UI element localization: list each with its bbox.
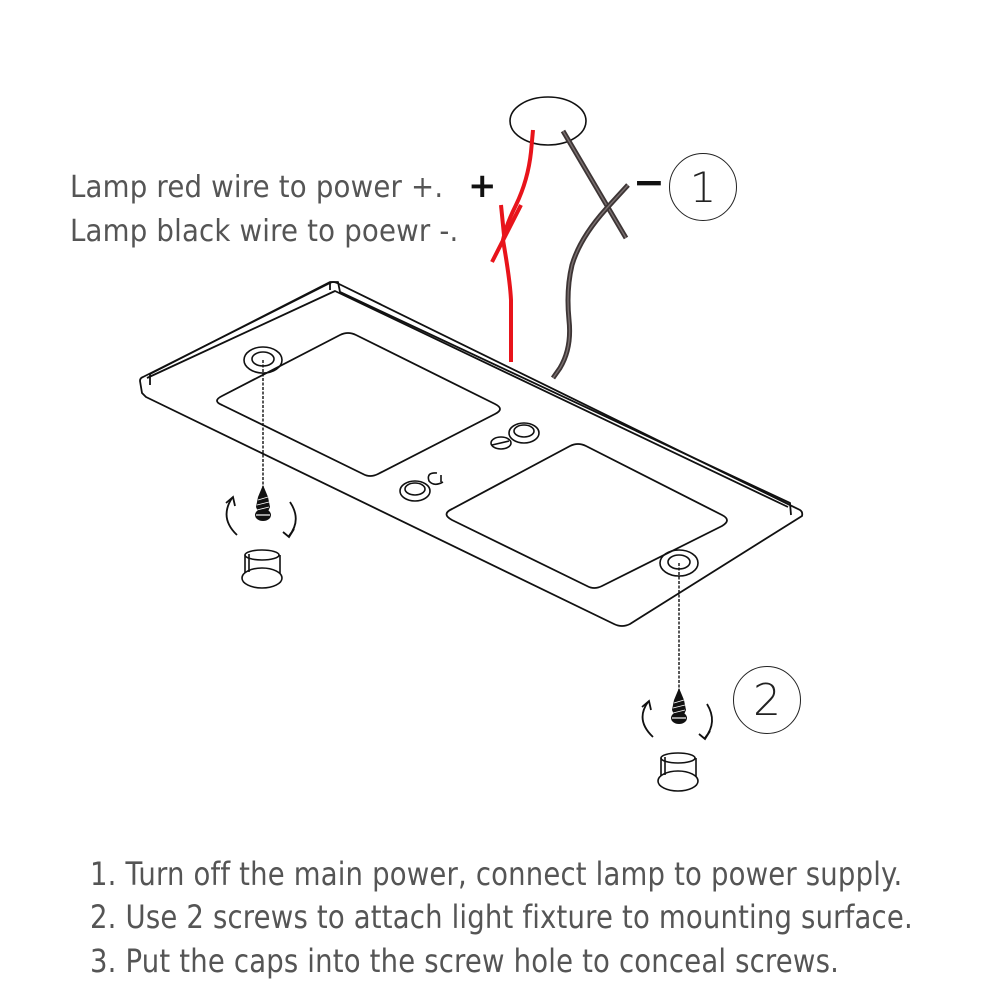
black-wire [550, 129, 630, 380]
red-wire [490, 129, 535, 362]
instruction-step-3: 3. Put the caps into the screw hole to c… [90, 942, 840, 980]
screw-icon [671, 688, 687, 724]
light-fixture [139, 281, 804, 627]
screw-cap-icon [241, 549, 283, 589]
positive-sign: + [468, 166, 497, 206]
wiring-note-red: Lamp red wire to power +. [70, 170, 444, 205]
negative-sign: − [633, 160, 665, 204]
junction-box-icon [509, 96, 587, 146]
rotate-arrow-icon [641, 699, 713, 741]
instruction-step-1: 1. Turn off the main power, connect lamp… [90, 855, 903, 893]
sensor-icon [490, 422, 540, 450]
rotate-arrow-icon [225, 495, 297, 539]
step-callout-2: 2 [733, 666, 801, 734]
wiring-note-black: Lamp black wire to poewr -. [70, 214, 459, 249]
power-button-icon [399, 472, 444, 502]
screw-cap-icon [657, 752, 699, 792]
instruction-step-2: 2. Use 2 screws to attach light fixture … [90, 898, 913, 936]
screw-icon [255, 485, 271, 521]
step-callout-1: 1 [669, 153, 737, 221]
